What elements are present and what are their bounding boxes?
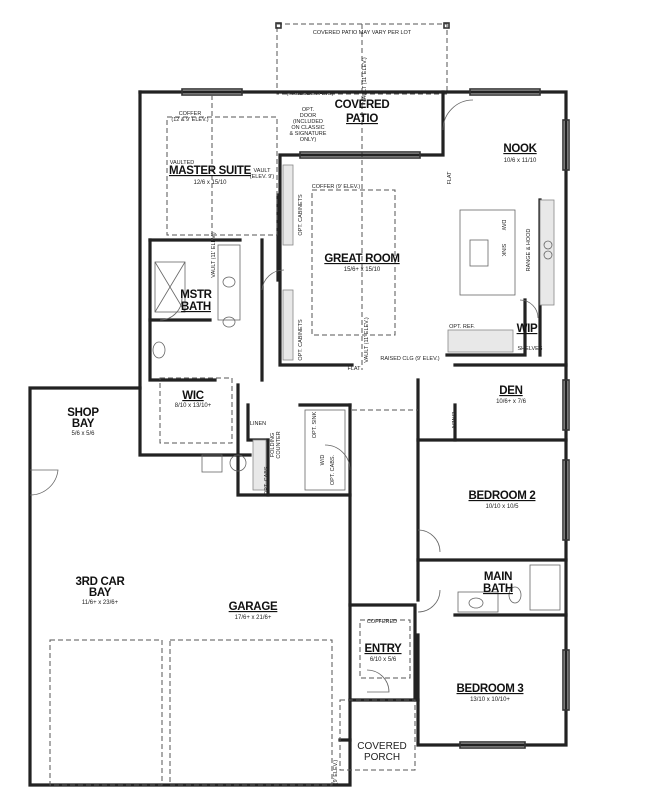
nook-label: NOOK — [503, 143, 537, 155]
opt-door-note-5: & SIGNATURE — [290, 131, 327, 137]
opt-ref-label: OPT. REF. — [449, 324, 475, 330]
porch-elev: (9' ELEV.) — [333, 760, 339, 785]
covered-patio-label-2: PATIO — [346, 113, 378, 125]
windows — [181, 88, 570, 749]
den-label: DEN — [499, 385, 522, 397]
master-vault-elev: (ELEV. 9') — [250, 174, 275, 180]
dashed-features — [49, 95, 418, 786]
nook-flat: FLAT — [447, 171, 453, 185]
nook-dims: 10/6 x 11/10 — [504, 158, 537, 164]
master-coffer: COFFER — [179, 111, 202, 117]
master-suite-label: MASTER SUITE — [169, 165, 252, 177]
opt-door-note-2: DOOR — [300, 113, 317, 119]
range-hood-label: RANGE & HOOD — [526, 229, 532, 272]
patio-note: COVERED PATIO MAY VARY PER LOT — [313, 30, 412, 36]
wic-dims: 8/10 x 13/10+ — [175, 403, 212, 409]
dw-label: D/W — [500, 220, 506, 232]
sink-label: SINK — [500, 244, 506, 257]
wic-label: WIC — [182, 390, 203, 402]
den-dims: 10/6+ x 7/6 — [496, 399, 527, 405]
opt-door-note-3: (INCLUDED — [293, 119, 323, 125]
counter-label: COUNTER — [276, 431, 282, 458]
third-car-bay-dims: 11/6+ x 23/6+ — [82, 600, 119, 606]
prelude-patio-note: (PRELUDE PATIO) — [287, 91, 334, 97]
garage-label: GARAGE — [229, 601, 278, 613]
opt-door-note-4: ON CLASSIC — [291, 125, 324, 131]
third-car-bay-label-1: 3RD CAR — [75, 576, 125, 588]
master-vault-side: VAULT (11' ELEV.) — [211, 232, 217, 278]
shelves-label: SHELVES — [518, 346, 543, 352]
shop-bay-dims: 5/6 x 5/6 — [71, 431, 95, 437]
third-car-bay-label-2: BAY — [89, 587, 112, 599]
main-bath-label-1: MAIN — [484, 571, 512, 583]
wd-cabs-label: OPT. CABS. — [330, 454, 336, 485]
covered-patio-label-1: COVERED — [335, 99, 390, 111]
mstr-bath-label-1: MSTR — [180, 289, 212, 301]
opt-cabinets-upper: OPT. CABINETS — [298, 194, 304, 236]
shop-bay-label-1: SHOP — [67, 407, 99, 419]
master-vault: VAULT — [254, 168, 272, 174]
bedroom2-dims: 10/10 x 10/5 — [485, 504, 519, 510]
covered-porch-label-1: COVERED — [357, 741, 406, 752]
opt-sink-label: OPT. SINK — [312, 411, 318, 438]
master-coffer-elev: (12 & 9' ELEV.) — [171, 117, 208, 123]
fixtures — [152, 164, 561, 613]
bedroom2-label: BEDROOM 2 — [469, 490, 536, 502]
great-room-dims: 15/6+ x 15/10 — [344, 267, 381, 273]
patio-vault-note: VAULT (11' ELEV.) — [362, 57, 368, 103]
linen-label: LINEN — [250, 421, 266, 427]
wd-label: W/D — [320, 455, 326, 466]
entry-dims: 6/10 x 5/6 — [370, 657, 397, 663]
shop-bay-label-2: BAY — [72, 418, 95, 430]
great-room-coffer: COFFER (9' ELEV.) — [312, 184, 361, 190]
den-linen: LINEN — [450, 412, 456, 428]
bedroom3-dims: 13/10 x 10/10+ — [470, 697, 510, 703]
great-room-flat: FLAT — [347, 366, 361, 372]
main-bath-label-2: BATH — [483, 583, 513, 595]
covered-patio-outline — [275, 22, 450, 370]
entry-label: ENTRY — [364, 643, 402, 655]
great-room-vault: VAULT (11' ELEV.) — [364, 317, 370, 363]
doors — [29, 99, 539, 693]
garage-dims: 17/6+ x 21/6+ — [235, 615, 272, 621]
raised-clg: RAISED CLG (9' ELEV.) — [380, 356, 439, 362]
great-room-label: GREAT ROOM — [324, 253, 399, 265]
opt-door-note-6: ONLY) — [300, 137, 317, 143]
opt-door-note-1: OPT. — [302, 107, 315, 113]
master-suite-dims: 12/6 x 15/10 — [193, 180, 227, 186]
master-vaulted: VAULTED — [170, 160, 195, 166]
bedroom3-label: BEDROOM 3 — [457, 683, 524, 695]
opt-cabs-label: OPT. CABS. — [264, 464, 270, 495]
opt-cabinets-lower: OPT. CABINETS — [298, 319, 304, 361]
mstr-bath-label-2: BATH — [181, 301, 211, 313]
folding-label: FOLDING — [270, 433, 276, 457]
covered-porch-label-2: PORCH — [364, 752, 400, 763]
exterior-walls — [28, 90, 568, 787]
entry-coffered: COFFERED — [367, 619, 397, 625]
wip-label: WIP — [517, 323, 538, 335]
